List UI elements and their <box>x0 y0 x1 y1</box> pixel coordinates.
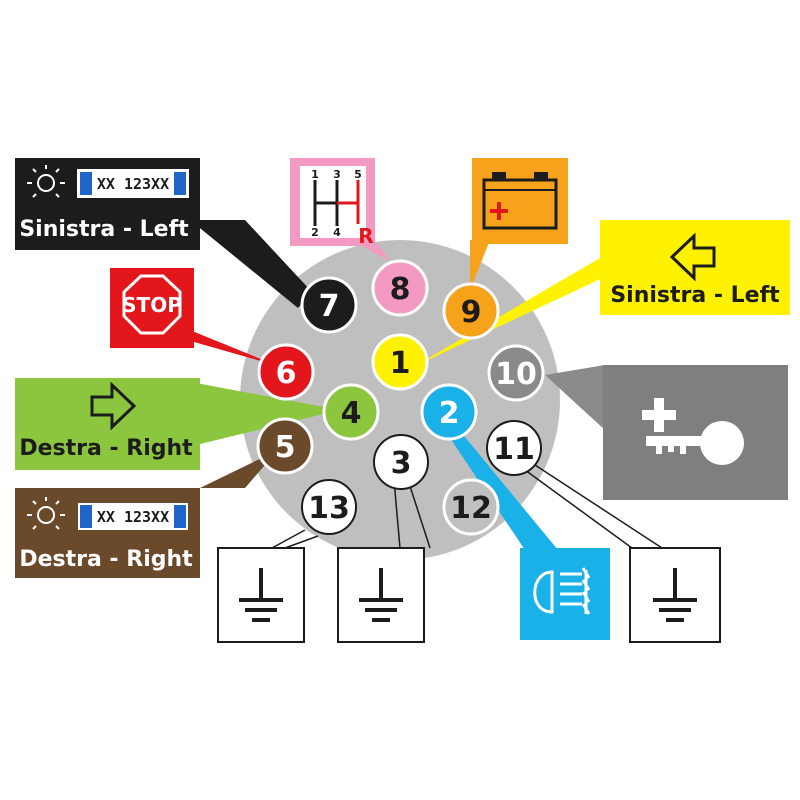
gear-4: 4 <box>333 226 341 239</box>
callout-battery <box>472 158 568 244</box>
pin-11: 11 <box>486 420 542 476</box>
pointer-6 <box>170 322 278 366</box>
pin-label: 10 <box>495 357 537 392</box>
pointer-8 <box>356 243 392 262</box>
gear-reverse: R <box>358 224 373 248</box>
position-light-icon <box>27 497 65 530</box>
callout-right-position: XX 123XX Destra - Right <box>15 488 200 578</box>
pointer-2 <box>448 425 558 550</box>
ground-icon <box>653 568 697 622</box>
pin-9: 9 <box>442 282 500 340</box>
pin-label: 8 <box>390 272 411 307</box>
pin-8: 8 <box>371 259 429 317</box>
leader-11b <box>534 464 663 549</box>
pin-5: 5 <box>256 417 314 475</box>
callout-fog <box>520 548 610 640</box>
callout-left-indicator: Sinistra - Left <box>600 220 790 315</box>
leader-11 <box>524 469 633 549</box>
ground-icon <box>359 568 403 622</box>
pin-label: 4 <box>341 396 362 431</box>
pin-label: 3 <box>391 446 412 481</box>
callout-right-indicator: Destra - Right <box>15 378 200 470</box>
stop-sign-icon: STOP <box>122 274 182 335</box>
gear-5: 5 <box>354 168 362 181</box>
callout-stop: STOP <box>110 268 194 348</box>
gear-3: 3 <box>333 168 341 181</box>
leader-3 <box>393 479 401 549</box>
leader-3b <box>407 479 431 549</box>
battery-icon <box>482 172 558 230</box>
pin-label: 5 <box>275 430 296 465</box>
leader-13 <box>271 529 306 549</box>
gear-1: 1 <box>311 168 319 181</box>
ground-box-3 <box>337 547 425 643</box>
ground-icon <box>239 568 283 622</box>
pin-label: 13 <box>308 491 350 526</box>
callout-left-position: XX 123XX Sinistra - Left <box>15 158 200 250</box>
pin-12: 12 <box>442 478 500 536</box>
pin-label: 9 <box>461 295 482 330</box>
pin-4: 4 <box>322 383 380 441</box>
pin-label: 11 <box>493 432 535 467</box>
pointer-7 <box>190 220 312 308</box>
plate-text: XX 123XX <box>97 175 169 193</box>
pointer-9 <box>470 240 490 290</box>
leader-13b <box>284 535 319 549</box>
pin-3: 3 <box>373 434 429 490</box>
licence-plate: XX 123XX <box>77 169 189 198</box>
fog-light-icon <box>533 567 591 615</box>
position-light-icon <box>27 165 65 198</box>
ground-box-13 <box>217 547 305 643</box>
pin-1: 1 <box>371 333 429 391</box>
callout-ignition <box>603 365 788 500</box>
pointer-10 <box>545 365 605 430</box>
pin-10: 10 <box>487 344 545 402</box>
pin-label: 7 <box>319 289 340 324</box>
gear-2: 2 <box>311 226 319 239</box>
right-position-label: Destra - Right <box>19 547 193 572</box>
pointer-4 <box>180 380 340 445</box>
callout-reverse: 1 3 5 2 4 R <box>290 158 375 248</box>
pin-7: 7 <box>300 276 358 334</box>
pin-label: 1 <box>390 346 411 381</box>
left-position-label: Sinistra - Left <box>19 217 189 242</box>
pin-2: 2 <box>420 383 478 441</box>
gear-shift-reverse-icon: 1 3 5 2 4 R <box>311 168 374 248</box>
stop-text: STOP <box>122 293 182 317</box>
pin-13: 13 <box>301 479 357 535</box>
licence-plate: XX 123XX <box>78 503 188 530</box>
arrow-right-icon <box>90 381 137 431</box>
ignition-key-icon <box>642 398 744 465</box>
pin-label: 12 <box>450 491 492 526</box>
pin-label: 6 <box>276 356 297 391</box>
pin-label: 2 <box>439 396 460 431</box>
pin-6: 6 <box>257 343 315 401</box>
left-indicator-label: Sinistra - Left <box>610 283 780 308</box>
arrow-left-icon <box>669 232 716 282</box>
plate-text: XX 123XX <box>97 508 169 526</box>
right-indicator-label: Destra - Right <box>19 436 193 461</box>
ground-box-11 <box>629 547 721 643</box>
pointer-5 <box>200 450 278 488</box>
